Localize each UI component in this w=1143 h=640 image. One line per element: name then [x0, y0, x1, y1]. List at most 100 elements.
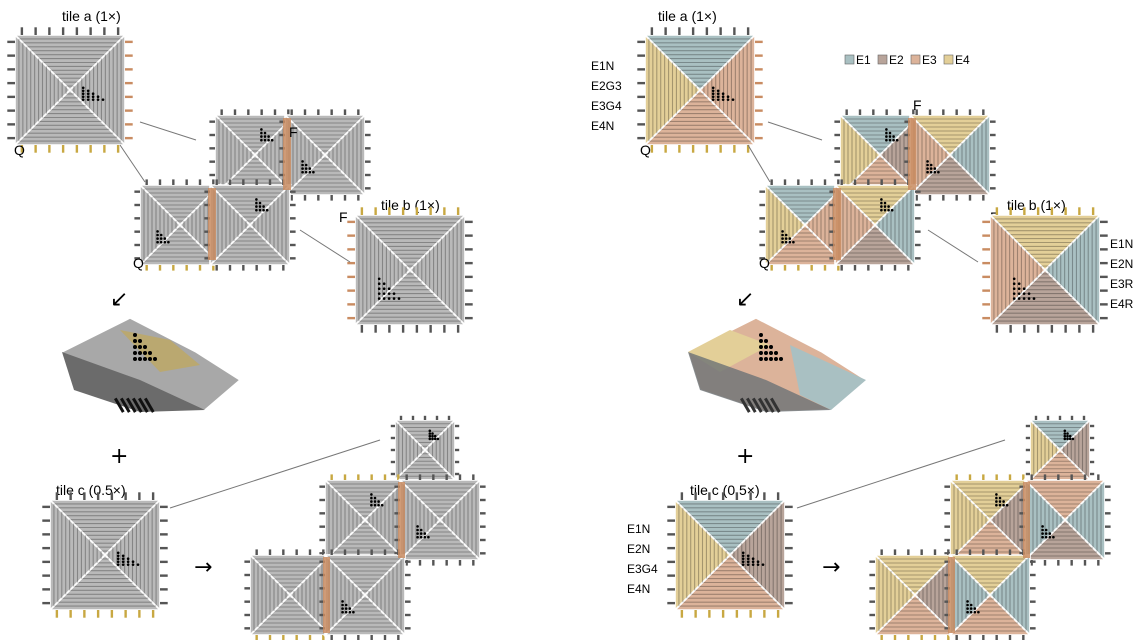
- marker-dot: [716, 92, 720, 96]
- stub-black: [131, 397, 143, 413]
- helix-stub: [810, 265, 813, 271]
- marker-dot: [260, 138, 263, 142]
- q-label: Q: [14, 142, 25, 158]
- marker-dot: [163, 237, 167, 240]
- helix-stub: [1030, 560, 1036, 563]
- marker-dot: [937, 170, 940, 174]
- helix-stub: [360, 325, 364, 333]
- helix-stub: [158, 179, 162, 185]
- helix-stub: [982, 275, 990, 279]
- helix-stub: [968, 474, 972, 480]
- helix-stub: [719, 27, 722, 35]
- helix-stub: [1025, 460, 1030, 464]
- marker-dot: [1032, 297, 1036, 300]
- marker-dot: [751, 560, 755, 564]
- helix-stub: [390, 436, 395, 440]
- helix-stub: [1050, 207, 1054, 215]
- helix-stub: [990, 173, 996, 177]
- helix-stub: [89, 27, 92, 35]
- helix-stub: [290, 217, 296, 220]
- helix-stub: [776, 492, 780, 500]
- helix-stub: [447, 415, 451, 420]
- edge-codes-tile-c: E1N E2N E3G4 E4N: [627, 522, 658, 596]
- marker-dot: [341, 607, 344, 610]
- marker-dot: [126, 563, 130, 566]
- marker-dot: [764, 339, 768, 343]
- helix-stub: [637, 68, 645, 71]
- marker-dot: [133, 345, 137, 349]
- marker-dot: [380, 503, 384, 507]
- helix-stub: [290, 195, 293, 201]
- helix-stub: [319, 512, 325, 515]
- helix-stub: [456, 325, 460, 333]
- helix-stub: [343, 474, 347, 480]
- helix-stub: [347, 316, 355, 320]
- helix-stub: [678, 145, 681, 153]
- helix-stub: [869, 560, 875, 563]
- marker-dot: [885, 135, 888, 138]
- helix-stub: [480, 552, 486, 555]
- plus-sign: +: [736, 444, 754, 469]
- marker-dot: [121, 554, 125, 558]
- marker-dot: [416, 532, 419, 535]
- helix-stub: [1090, 436, 1095, 440]
- helix-stub: [904, 133, 910, 137]
- marker-dot: [977, 610, 980, 614]
- dna-tile: [944, 549, 1036, 640]
- marker-dot: [1044, 532, 1048, 535]
- marker-dot: [308, 167, 312, 170]
- helix-stub: [343, 195, 347, 201]
- helix-stub: [110, 610, 114, 618]
- helix-stub: [160, 574, 168, 577]
- marker-dot: [387, 292, 391, 295]
- helix-stub: [405, 600, 411, 603]
- marker-dot: [116, 563, 120, 566]
- helix-stub: [955, 195, 958, 201]
- seam-strip: [908, 118, 916, 190]
- stub-black: [137, 397, 149, 413]
- marker-dot: [726, 98, 730, 101]
- marker-dot: [892, 138, 895, 142]
- helix-stub: [455, 460, 460, 464]
- marker-dot: [746, 554, 750, 558]
- legend-swatch-e4: [943, 54, 954, 65]
- helix-stub: [290, 230, 296, 233]
- marker-dot: [759, 345, 763, 349]
- helix-stub: [83, 610, 86, 618]
- marker-dot: [255, 198, 258, 201]
- helix-stub: [7, 123, 15, 126]
- helix-stub: [279, 173, 285, 177]
- marker-dot: [431, 434, 434, 438]
- helix-stub: [982, 109, 985, 115]
- helix-stub: [982, 234, 990, 237]
- helix-stub: [415, 325, 419, 333]
- helix-stub: [319, 613, 325, 617]
- helix-stub: [955, 635, 958, 640]
- helix-stub: [823, 265, 827, 271]
- helix-stub: [759, 257, 765, 260]
- final-assembly-gray: [244, 415, 486, 640]
- marker-dot: [929, 163, 933, 167]
- helix-stub: [282, 635, 285, 640]
- marker-dot: [397, 297, 401, 300]
- helix-stub: [834, 160, 840, 163]
- marker-dot: [260, 131, 263, 135]
- helix-stub: [944, 573, 950, 577]
- marker-dot: [344, 607, 348, 610]
- helix-stub: [411, 415, 415, 420]
- marker-dot: [1068, 437, 1072, 441]
- helix-stub: [458, 474, 462, 480]
- helix-stub: [429, 325, 432, 333]
- marker-dot: [784, 233, 788, 237]
- helix-stub: [244, 600, 250, 603]
- helix-stub: [1091, 325, 1095, 333]
- tile-c-gray: [42, 492, 168, 618]
- helix-stub: [995, 207, 999, 215]
- helix-stub: [995, 635, 998, 640]
- connector-lines: [119, 121, 1006, 509]
- marker-dot: [121, 557, 125, 561]
- helix-stub: [880, 549, 883, 555]
- marker-dot: [370, 500, 373, 503]
- left-panel: tile a (1×) Q F Q tile b (1×) F ↙ + tile…: [7, 8, 486, 640]
- marker-dot: [133, 339, 137, 343]
